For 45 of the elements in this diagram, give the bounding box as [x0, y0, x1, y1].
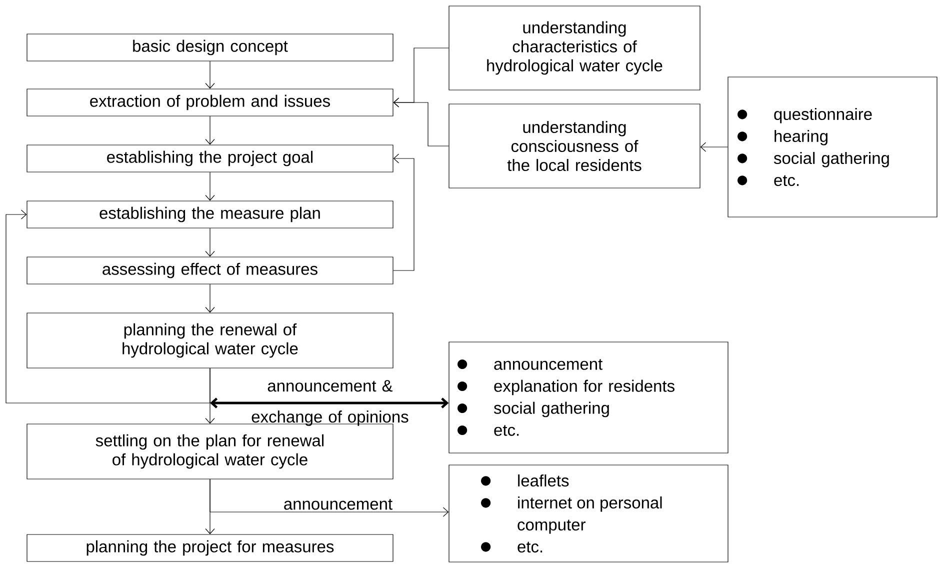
box-label: understanding consciousness of the local residents — [507, 120, 642, 172]
note-box — [448, 104, 700, 188]
arrow — [205, 284, 215, 313]
arrow — [205, 116, 215, 145]
process-box — [26, 88, 394, 116]
list-item: announcement — [494, 359, 603, 370]
process-box — [26, 312, 394, 368]
box-label: basic design concept — [133, 40, 288, 56]
arrow — [700, 142, 728, 152]
bullet-list-box — [728, 76, 938, 218]
arrow — [210, 398, 449, 408]
list-item: social gathering — [494, 402, 609, 418]
list-item: explanation for residents — [494, 380, 674, 396]
arrow — [205, 61, 215, 89]
box-label: establishing the project goal — [107, 150, 312, 166]
note-box — [448, 6, 700, 90]
list-item: etc. — [494, 425, 519, 436]
box-label: extraction of problem and issues — [90, 94, 330, 110]
arrow — [205, 228, 215, 257]
box-label: understanding characteristics of hydrological water cycle — [487, 21, 662, 75]
process-box — [26, 34, 394, 62]
box-label: planning the project for measures — [86, 540, 334, 556]
list-item: hearing — [774, 130, 828, 146]
bullet-list-box — [448, 342, 728, 454]
arrow — [393, 154, 414, 271]
box-label: planning the renewal of hydrological water cycle — [122, 323, 298, 358]
box-label: establishing the measure plan — [100, 206, 320, 222]
edge-label: announcement — [284, 498, 392, 510]
list-item: leaflets — [518, 474, 569, 487]
process-box — [26, 144, 394, 172]
process-box — [26, 256, 394, 284]
list-item: social gathering — [774, 152, 889, 168]
box-label: settling on the plan for renewal of hydrological water cycle — [96, 434, 324, 469]
list-item: etc. — [774, 175, 799, 186]
bullet-list-box — [448, 464, 728, 562]
arrow — [6, 210, 210, 404]
edge-label: announcement & exchange of opinions — [252, 380, 408, 426]
arrow — [205, 172, 215, 201]
process-box — [26, 200, 394, 228]
list-item: etc. — [518, 542, 542, 553]
list-item: questionnaire — [774, 108, 872, 124]
process-box — [26, 534, 394, 562]
arrow — [210, 479, 449, 517]
arrow — [393, 98, 449, 146]
box-label: assessing effect of measures — [102, 262, 318, 278]
